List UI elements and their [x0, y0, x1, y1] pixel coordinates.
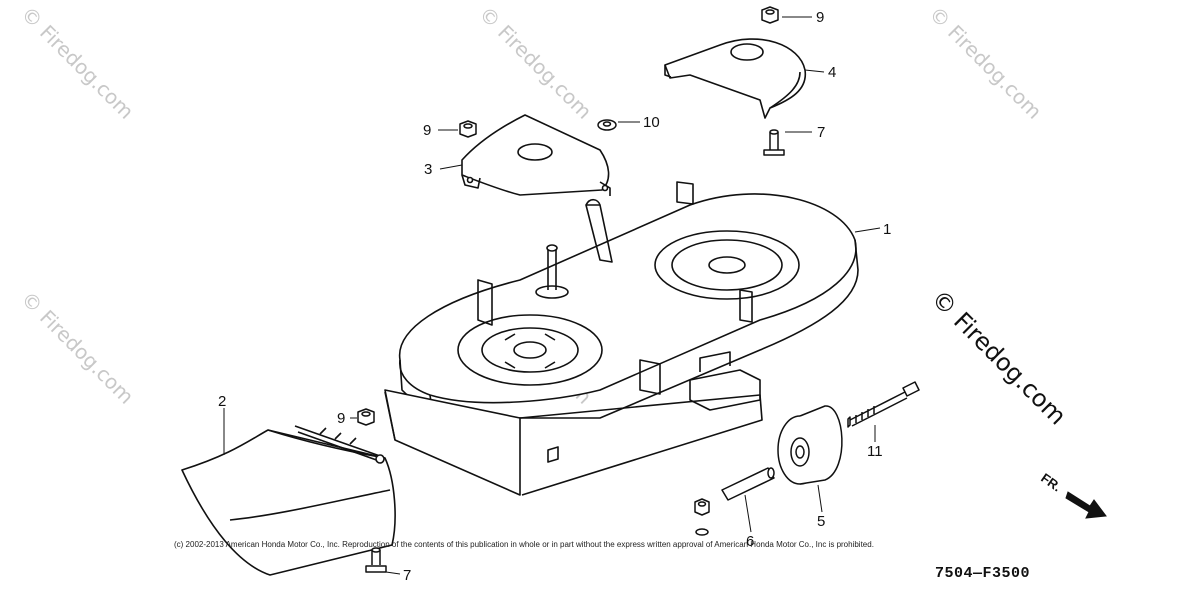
callout-9-left: 9: [423, 122, 431, 139]
callout-7-bottom: 7: [403, 567, 411, 584]
callout-1: 1: [883, 221, 891, 238]
washer-10: [597, 119, 617, 131]
callout-9-chute: 9: [337, 410, 345, 427]
mower-deck: [384, 181, 859, 496]
flange-nut-9-left: [459, 120, 477, 138]
hardware: [357, 6, 920, 573]
front-direction-label: FR.: [1038, 470, 1064, 494]
figure-code: 7504—F3500: [935, 565, 1031, 582]
spacer-tube-6: [721, 467, 775, 501]
front-direction-arrow-icon: [1065, 491, 1107, 519]
belt-cover-left: [461, 114, 611, 196]
callout-5: 5: [817, 513, 825, 530]
copyright-notice: (c) 2002-2013 American Honda Motor Co., …: [174, 540, 874, 549]
flange-nut-9-bottom: [694, 498, 710, 536]
watermark-top-right: © Firedog.com: [924, 2, 1046, 124]
front-direction-indicator: FR.: [1038, 470, 1107, 519]
bolt-7-top: [763, 129, 785, 156]
gauge-wheel-5: [777, 405, 843, 485]
belt-cover-right: [664, 38, 806, 119]
discharge-chute: [181, 425, 396, 576]
wheel-bolt-11: [847, 381, 920, 428]
callout-7-top: 7: [817, 124, 825, 141]
watermark-right-prominent: © Firedog.com: [926, 284, 1072, 430]
watermark-top-center: © Firedog.com: [474, 2, 596, 124]
callout-3: 3: [424, 161, 432, 178]
callout-11: 11: [867, 443, 883, 460]
callout-4: 4: [828, 64, 836, 81]
callout-6: 6: [746, 533, 754, 550]
callouts: 1 2 3 4 5 6 7 7 9 9 9 10 11: [218, 9, 891, 584]
watermark-mid-left: © Firedog.com: [16, 287, 138, 409]
bolt-7-bottom: [365, 547, 387, 573]
callout-9-top: 9: [816, 9, 824, 26]
flange-nut-9-chute: [357, 408, 375, 426]
watermark-top-left: © Firedog.com: [16, 2, 138, 124]
flange-nut-9-top: [761, 6, 779, 24]
callout-10: 10: [643, 114, 660, 131]
callout-2: 2: [218, 393, 226, 410]
leader-lines: [223, 16, 881, 575]
